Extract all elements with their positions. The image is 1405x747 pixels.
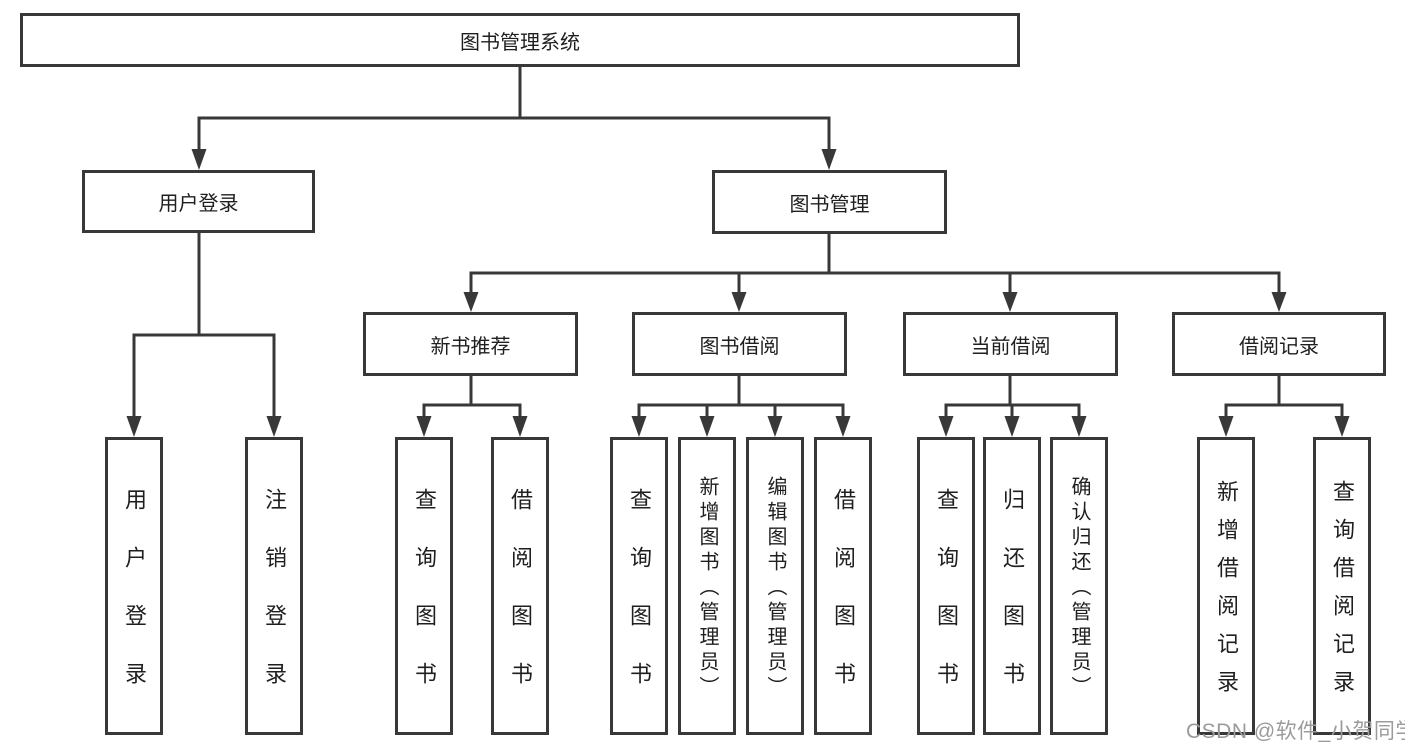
- node-borrow-records: 借阅记录: [1172, 312, 1386, 376]
- node-user-login: 用户登录: [82, 170, 315, 233]
- connector-newrec-to-leaves: [422, 374, 522, 421]
- leaf-logout-login: 注销登录: [245, 437, 303, 735]
- leaf-current-confirm-return-admin: 确认归还（管理员）: [1050, 437, 1108, 735]
- leaf-newrec-query-books: 查询图书: [395, 437, 453, 735]
- leaf-borrow-query-books: 查询图书: [610, 437, 668, 735]
- node-label: 查询图书: [627, 488, 652, 720]
- node-label: 借阅图书: [508, 488, 533, 720]
- leaf-current-query-books: 查询图书: [917, 437, 975, 735]
- connector-bookmgmt-to-level3: [469, 232, 1281, 297]
- node-label: 图书管理: [789, 193, 870, 216]
- leaf-records-query-record: 查询借阅记录: [1313, 437, 1371, 735]
- node-label: 归还图书: [1000, 488, 1025, 720]
- connector-root-to-level2: [197, 65, 831, 154]
- connector-current-to-leaves: [944, 374, 1081, 421]
- connector-borrow-to-leaves: [637, 374, 845, 421]
- node-label: 图书借阅: [699, 335, 780, 358]
- node-current-borrow: 当前借阅: [903, 312, 1118, 376]
- connector-userlogin-to-leaves: [132, 231, 276, 421]
- node-label: 当前借阅: [970, 335, 1051, 358]
- node-label: 借阅记录: [1239, 335, 1319, 358]
- leaf-newrec-borrow-books: 借阅图书: [491, 437, 549, 735]
- node-label: 编辑图书（管理员）: [764, 476, 786, 701]
- node-label: 新增借阅记录: [1214, 480, 1239, 708]
- leaf-current-return-books: 归还图书: [983, 437, 1041, 735]
- node-book-borrow: 图书借阅: [632, 312, 847, 376]
- leaf-borrow-add-books-admin: 新增图书（管理员）: [678, 437, 736, 735]
- node-label: 确认归还（管理员）: [1068, 476, 1090, 701]
- node-label: 借阅图书: [831, 488, 856, 720]
- csdn-watermark: CSDN @软件_小贺同学: [1186, 720, 1405, 743]
- node-label: 查询借阅记录: [1330, 480, 1355, 708]
- node-book-management: 图书管理: [712, 170, 947, 234]
- node-label: 注销登录: [262, 488, 287, 720]
- node-label: 新增图书（管理员）: [696, 476, 718, 701]
- node-label: 图书管理系统: [460, 31, 580, 54]
- arrowheads: [126, 149, 1350, 437]
- node-label: 用户登录: [122, 488, 147, 720]
- node-label: 用户登录: [158, 193, 239, 215]
- leaf-borrow-edit-books-admin: 编辑图书（管理员）: [746, 437, 804, 735]
- node-label: 新书推荐: [430, 335, 511, 358]
- leaf-user-login: 用户登录: [105, 437, 163, 735]
- leaf-records-add-record: 新增借阅记录: [1197, 437, 1255, 735]
- connector-records-to-leaves: [1224, 374, 1344, 421]
- node-label: 查询图书: [412, 488, 437, 720]
- node-label: 查询图书: [934, 488, 959, 720]
- leaf-borrow-borrow-books: 借阅图书: [814, 437, 872, 735]
- node-new-book-recommend: 新书推荐: [363, 312, 578, 376]
- node-library-management-system: 图书管理系统: [20, 13, 1020, 67]
